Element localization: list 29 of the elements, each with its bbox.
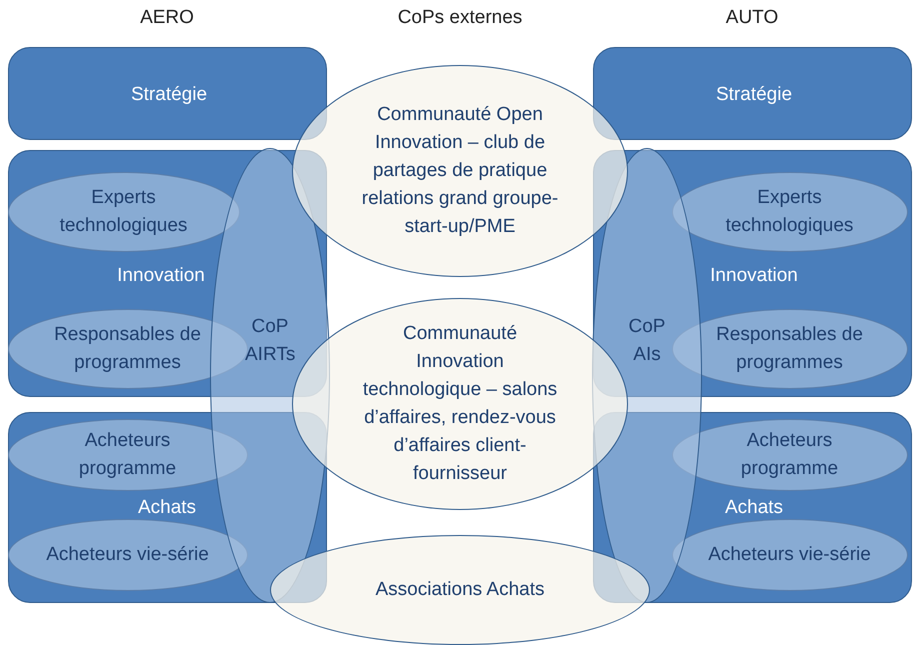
department-box bbox=[593, 47, 912, 140]
community-label: CoP AIs bbox=[628, 314, 666, 366]
column-heading: CoPs externes bbox=[398, 7, 522, 29]
role-label: Acheteurs vie-série bbox=[707, 542, 872, 566]
department-label: Innovation bbox=[710, 264, 798, 288]
community-ellipse bbox=[592, 148, 702, 603]
department-label: Achats bbox=[138, 496, 196, 520]
role-label: Acheteurs programme bbox=[740, 428, 840, 480]
department-box bbox=[8, 47, 327, 140]
role-label: Responsables de programmes bbox=[53, 322, 202, 374]
community-label: Communauté Open Innovation – club de partages de pratique relations grand groupe-start-up/PME bbox=[360, 103, 560, 239]
role-label: Experts technologiques bbox=[724, 186, 854, 238]
department-label: Innovation bbox=[117, 264, 205, 288]
department-box bbox=[593, 412, 912, 603]
role-label: Experts technologiques bbox=[58, 186, 188, 238]
department-box bbox=[8, 150, 327, 397]
role-label: Responsables de programmes bbox=[715, 322, 864, 374]
column-heading: AUTO bbox=[726, 7, 778, 29]
department-label: Achats bbox=[724, 496, 784, 520]
column-heading: AERO bbox=[140, 7, 194, 29]
community-label: Communauté Innovation technologique – salons d’affaires, rendez-vous d’affaires client-fournisseur bbox=[362, 322, 558, 486]
role-label: Acheteurs programme bbox=[78, 428, 178, 480]
community-label: Associations Achats bbox=[374, 578, 546, 602]
department-box bbox=[8, 412, 327, 603]
department-label: Stratégie bbox=[130, 83, 208, 107]
department-box bbox=[593, 150, 912, 397]
department-label: Stratégie bbox=[716, 83, 792, 107]
role-label: Acheteurs vie-série bbox=[45, 542, 210, 566]
community-label: CoP AIRTs bbox=[245, 314, 295, 366]
